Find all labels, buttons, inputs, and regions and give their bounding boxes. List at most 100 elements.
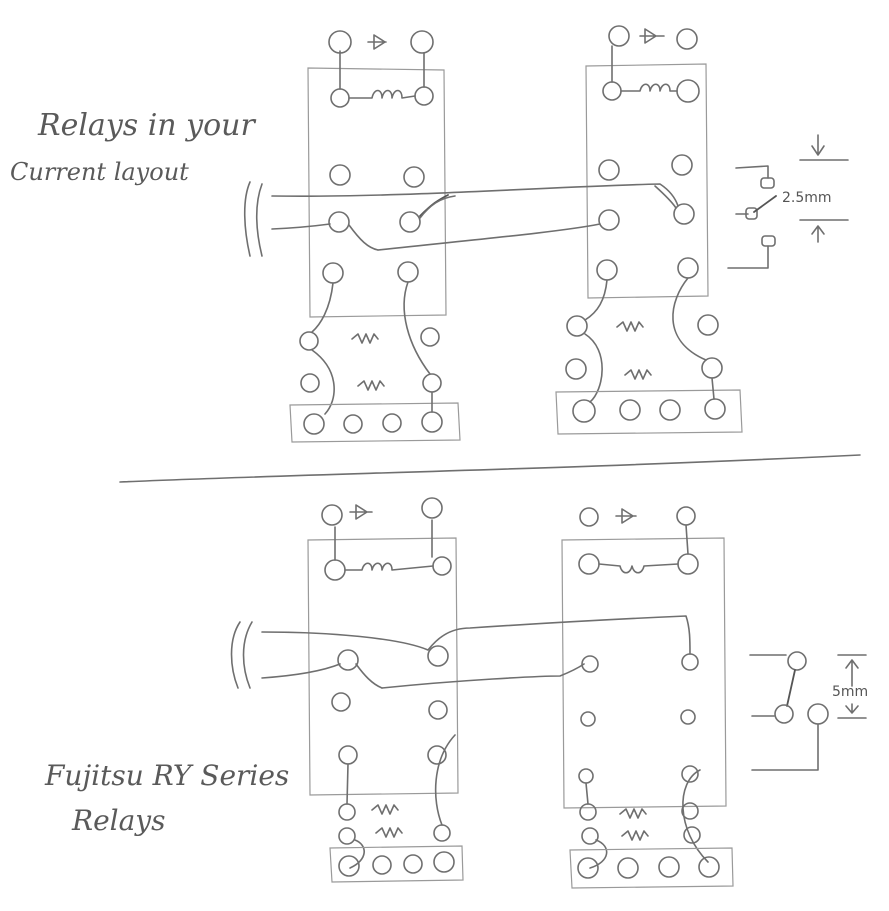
pin-circle [328, 30, 352, 54]
bottom-gap-dimension: 5mm [832, 684, 868, 700]
pin-circle [321, 504, 343, 526]
pin-circle [681, 802, 699, 820]
relay-outline [585, 63, 709, 299]
pin-circle [681, 765, 699, 783]
pin-circle [566, 315, 588, 337]
wire-trace [403, 281, 431, 375]
pin-circle [617, 857, 639, 879]
pin-circle [673, 203, 695, 225]
break-mark [230, 621, 241, 689]
wire-trace [589, 839, 608, 869]
bottom-switch-detail [749, 651, 867, 771]
pin-circle [338, 855, 360, 877]
pin-circle [598, 209, 620, 231]
resistor-icon [619, 808, 647, 819]
pin-circle [676, 506, 696, 526]
pin-circle [303, 413, 325, 435]
wire-trace [672, 277, 707, 361]
connector-strip [289, 402, 461, 443]
pin-circle [701, 357, 723, 379]
pin-circle [427, 745, 447, 765]
contact-icon [774, 704, 794, 724]
wire-trace [434, 734, 456, 826]
pin-circle [331, 692, 351, 712]
diode-icon [639, 28, 665, 44]
pin-circle [698, 856, 720, 878]
wire-trace [346, 763, 349, 805]
break-mark [242, 621, 253, 689]
switch-lead [751, 723, 819, 771]
pin-circle [581, 827, 599, 845]
wire-trace [584, 333, 603, 403]
pin-circle [421, 497, 443, 519]
arrow-down-icon [811, 134, 825, 156]
pin-circle [658, 856, 680, 878]
bottom-bank-left [329, 734, 464, 883]
pin-circle [329, 164, 351, 186]
contact-icon [745, 207, 758, 220]
coil-icon [598, 524, 689, 574]
arrow-up-icon [845, 659, 859, 687]
pin-circle [677, 553, 699, 575]
pin-circle [421, 411, 443, 433]
pin-circle [338, 745, 358, 765]
pin-circle [580, 711, 596, 727]
top-label-line2: Current layout [10, 158, 189, 186]
pin-circle [428, 700, 448, 720]
pin-circle [422, 373, 442, 393]
wire-trace [682, 769, 709, 863]
pin-circle [578, 553, 600, 575]
contact-icon [761, 235, 776, 247]
section-divider [119, 454, 861, 483]
top-switch-detail [727, 134, 849, 269]
pin-circle [579, 507, 599, 527]
switch-lead [727, 245, 769, 269]
pin-circle [572, 399, 596, 423]
resistor-icon [375, 827, 403, 838]
break-mark [243, 181, 251, 257]
pin-circle [602, 81, 622, 101]
resistor-icon [371, 804, 399, 815]
bottom-label-line1: Fujitsu RY Series [44, 759, 289, 792]
pin-circle [382, 413, 402, 433]
arrow-down-icon [845, 703, 859, 714]
top-bank-left [289, 281, 461, 443]
wire-trace [381, 663, 585, 689]
diode-icon [367, 34, 387, 50]
wire-trace [654, 185, 677, 209]
resistor-icon [616, 321, 644, 332]
pin-circle [414, 86, 434, 106]
switch-arm-icon [786, 669, 796, 707]
pin-circle [680, 709, 696, 725]
top-bank-right [555, 277, 743, 435]
pin-circle [697, 314, 719, 336]
pin-circle [403, 166, 425, 188]
pin-circle [299, 331, 319, 351]
wire-trace [355, 663, 383, 689]
pin-circle [328, 211, 350, 233]
wire-trace [349, 839, 365, 869]
bottom-relay-left [307, 497, 459, 796]
resistor-icon [357, 380, 385, 391]
wire-trace [711, 377, 715, 400]
pin-circle [676, 28, 698, 50]
pin-circle [581, 655, 599, 673]
pin-circle [578, 768, 594, 784]
pin-circle [338, 827, 356, 845]
wire-trace [271, 183, 679, 207]
bottom-label-line2: Relays [71, 804, 166, 837]
pin-circle [343, 414, 363, 434]
contact-icon [787, 651, 807, 671]
connector-strip [555, 389, 743, 435]
resistor-icon [621, 830, 649, 841]
top-relay-right [585, 25, 709, 299]
bottom-relay-right [561, 506, 727, 809]
pin-circle [596, 259, 618, 281]
pin-circle [676, 79, 700, 103]
relay-outline [307, 67, 447, 318]
connector-strip [329, 845, 464, 883]
pin-circle [671, 154, 693, 176]
break-mark [255, 183, 263, 257]
switch-lead [735, 165, 769, 179]
